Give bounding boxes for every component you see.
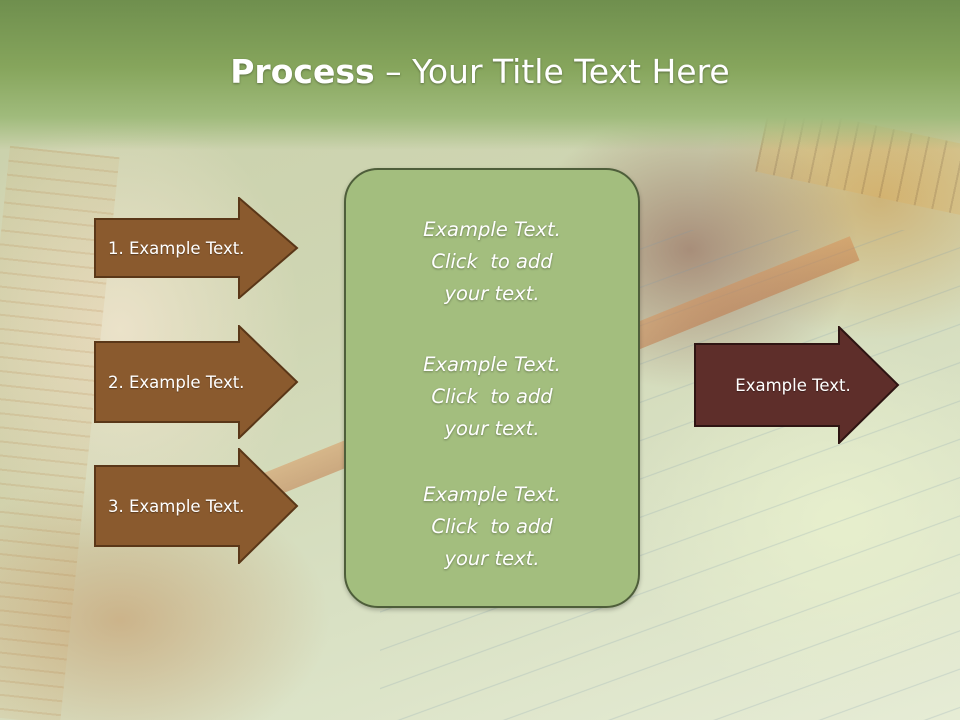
step-arrow-3[interactable]: 3. Example Text. [94, 448, 299, 564]
step-arrow-2[interactable]: 2. Example Text. [94, 325, 299, 439]
center-text-block-1[interactable]: Example Text. Click to add your text. [346, 214, 638, 310]
title-bold: Process [230, 52, 375, 91]
arrow-shape [694, 326, 900, 444]
center-text-line: Example Text. [423, 483, 561, 506]
center-text-block-3[interactable]: Example Text. Click to add your text. [346, 479, 638, 575]
center-text-block-2[interactable]: Example Text. Click to add your text. [346, 349, 638, 445]
slide-title[interactable]: Process – Your Title Text Here [0, 52, 960, 91]
center-text-line: Example Text. [423, 218, 561, 241]
step-label: 2. Example Text. [108, 372, 245, 392]
center-text-line: Click to add [431, 515, 553, 538]
arrow-shape [94, 197, 299, 299]
step-label: 1. Example Text. [108, 238, 245, 258]
center-text-line: your text. [444, 547, 540, 570]
output-label: Example Text. [735, 375, 851, 395]
title-rest: – Your Title Text Here [374, 52, 730, 91]
center-text-line: your text. [444, 282, 540, 305]
center-text-line: Example Text. [423, 353, 561, 376]
step-label: 3. Example Text. [108, 496, 245, 516]
output-arrow[interactable]: Example Text. [694, 326, 900, 444]
center-text-line: Click to add [431, 250, 553, 273]
title-band [0, 0, 960, 150]
center-text-line: your text. [444, 417, 540, 440]
arrow-shape [94, 448, 299, 564]
center-text-box[interactable]: Example Text. Click to add your text. Ex… [344, 168, 640, 608]
center-text-line: Click to add [431, 385, 553, 408]
arrow-shape [94, 325, 299, 439]
step-arrow-1[interactable]: 1. Example Text. [94, 197, 299, 299]
